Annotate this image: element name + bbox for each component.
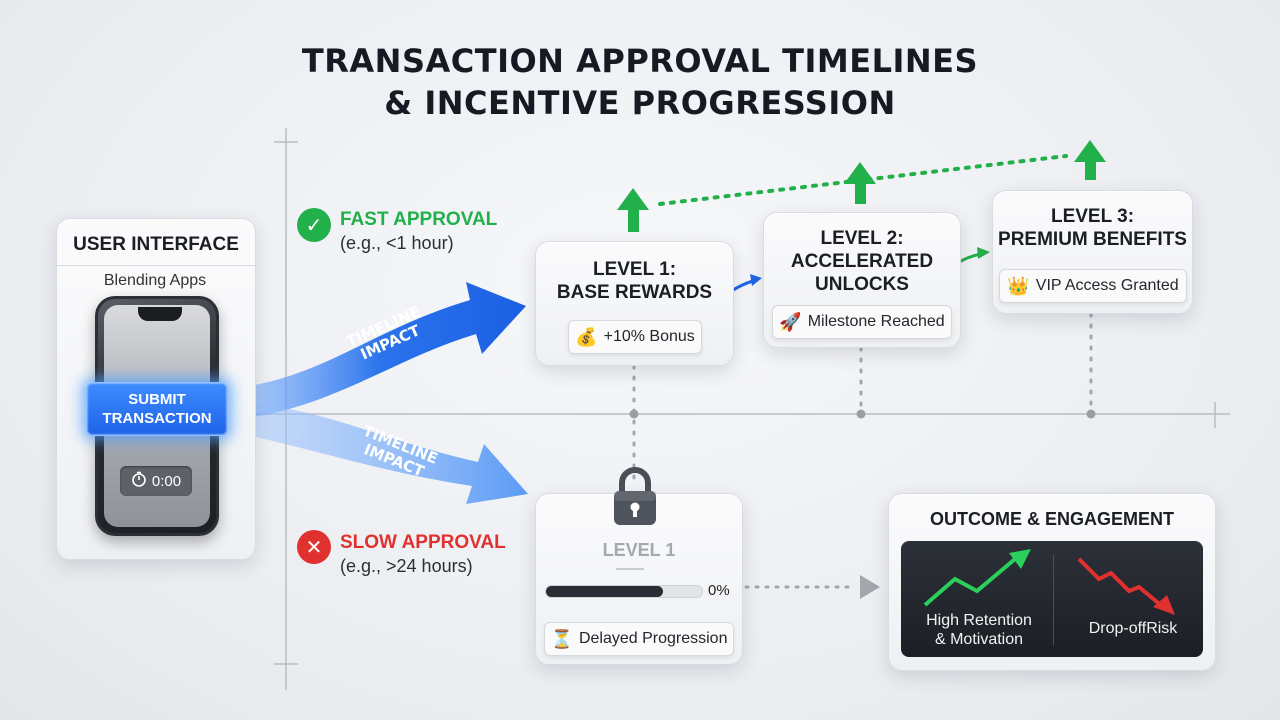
slow-timeline-arrow: [232, 402, 528, 504]
x-circle-icon: ✕: [297, 530, 331, 564]
connector-arrowhead-1-2: [750, 274, 762, 286]
level-3-title: LEVEL 3:PREMIUM BENEFITS: [993, 205, 1192, 251]
locked-level-badge-text: Delayed Progression: [578, 630, 728, 647]
level-2-badge-text: Milestone Reached: [807, 313, 945, 330]
level-2-badge: 🚀 Milestone Reached: [772, 305, 952, 339]
level-1-card: LEVEL 1:BASE REWARDS 💰 +10% Bonus: [535, 241, 734, 366]
positive-outcome-line-2: & Motivation: [934, 631, 1024, 648]
submit-label-line-1: SUBMIT: [128, 391, 186, 408]
level-3-card: LEVEL 3:PREMIUM BENEFITS 👑 VIP Access Gr…: [992, 190, 1193, 314]
locked-progress-bar: [545, 585, 703, 598]
user-interface-divider: [57, 265, 255, 266]
rocket-icon: 🚀: [779, 311, 802, 332]
level-1-title: LEVEL 1:BASE REWARDS: [536, 258, 733, 304]
locked-progress-label: 0%: [708, 582, 730, 599]
connector-arrowhead-2-3: [977, 247, 990, 259]
level-2-title-line-1: LEVEL 2:: [820, 228, 904, 249]
level-3-title-line-1: LEVEL 3:: [1050, 206, 1135, 227]
phone-notch: [138, 307, 182, 321]
level-1-badge-text: +10% Bonus: [603, 328, 695, 345]
level-3-title-line-2: PREMIUM BENEFITS: [998, 229, 1187, 250]
fast-approval-detail: (e.g., <1 hour): [340, 233, 454, 253]
axis-node-level-1: [629, 409, 639, 419]
locked-to-outcome-arrowhead: [860, 575, 880, 599]
outcome-title: OUTCOME & ENGAGEMENT: [929, 509, 1174, 529]
user-interface-subtitle: Blending Apps: [103, 272, 207, 289]
fast-timeline-arrow: [232, 282, 526, 420]
level-1-title-line-2: BASE REWARDS: [556, 282, 713, 303]
outcome-card: OUTCOME & ENGAGEMENT High Retention & Mot…: [888, 493, 1216, 671]
stopwatch-icon: [131, 471, 147, 491]
outcome-divider: [1053, 555, 1054, 645]
level-1-title-line-1: LEVEL 1:: [592, 259, 677, 280]
check-circle-icon: ✓: [297, 208, 331, 242]
positive-outcome-label: High Retention & Motivation: [909, 611, 1049, 649]
submit-transaction-button[interactable]: SUBMIT TRANSACTION: [86, 382, 228, 436]
timer-display: 0:00: [120, 466, 192, 496]
slow-approval-detail: (e.g., >24 hours): [340, 556, 473, 576]
locked-level-badge: ⏳ Delayed Progression: [544, 622, 734, 656]
hourglass-icon: ⏳: [550, 628, 573, 649]
progression-dotted-trend: [658, 154, 1068, 206]
submit-label-line-2: TRANSACTION: [102, 410, 212, 427]
fast-approval-heading: FAST APPROVAL: [340, 209, 498, 230]
user-interface-title: USER INTERFACE: [73, 234, 239, 255]
locked-progress-fill: [546, 586, 663, 597]
coins-icon: 💰: [575, 326, 598, 347]
trend-down-icon: [1077, 557, 1175, 615]
page-title-line-1: TRANSACTION APPROVAL TIMELINES: [301, 42, 979, 80]
crown-icon: 👑: [1007, 275, 1030, 296]
level-1-badge: 💰 +10% Bonus: [568, 320, 702, 354]
axis-node-level-3: [1086, 409, 1096, 419]
trend-up-icon: [923, 549, 1031, 607]
slow-approval-heading: SLOW APPROVAL: [340, 532, 506, 553]
locked-level-divider: [616, 568, 644, 570]
outcome-panel: High Retention & Motivation Drop-offRisk: [901, 541, 1203, 657]
up-arrow-level-1: [617, 188, 649, 232]
locked-level-title: LEVEL 1: [602, 540, 676, 560]
up-arrow-level-3: [1074, 140, 1106, 180]
negative-outcome-label: Drop-offRisk: [1088, 620, 1178, 637]
padlock-icon: [614, 467, 656, 525]
level-2-title-line-2: ACCELERATED: [790, 251, 934, 272]
timer-value: 0:00: [151, 472, 182, 490]
positive-outcome-line-1: High Retention: [926, 612, 1032, 629]
level-3-badge-text: VIP Access Granted: [1035, 277, 1179, 294]
axis-node-level-2: [856, 409, 866, 419]
level-2-title-line-3: UNLOCKS: [815, 274, 909, 295]
page-title-line-2: & INCENTIVE PROGRESSION: [384, 84, 896, 122]
level-3-badge: 👑 VIP Access Granted: [999, 269, 1187, 303]
